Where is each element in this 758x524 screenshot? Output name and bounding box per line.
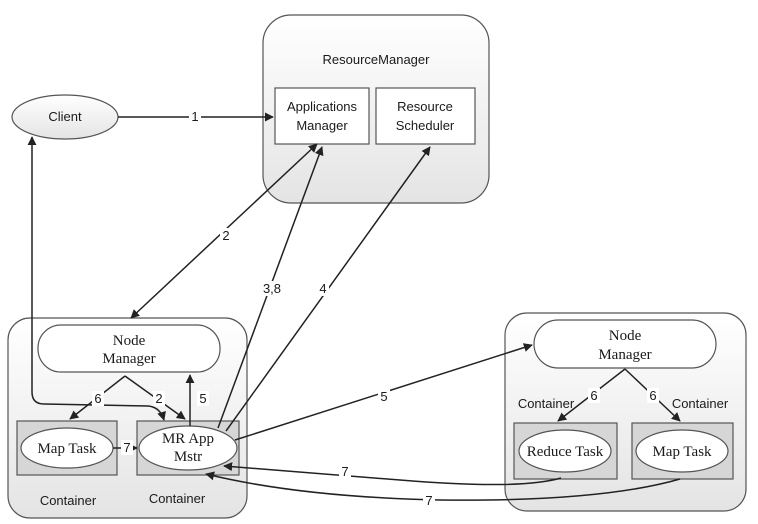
- map-task-right-node: [635, 429, 729, 473]
- map-task-right-label: Map Task: [652, 444, 712, 460]
- mr-app-master-node: [138, 425, 238, 471]
- label-7-left: 7: [123, 440, 130, 455]
- label-6-reduce: 6: [590, 388, 597, 403]
- label-5-up: 5: [199, 391, 206, 406]
- label-7-map: 7: [425, 493, 432, 508]
- resource-scheduler-box: [375, 87, 476, 145]
- applications-manager-box: [274, 87, 370, 145]
- left-node-manager-label-1: Node: [113, 333, 146, 349]
- container-label-map-left: Container: [40, 493, 97, 508]
- label-3-8: 3,8: [263, 281, 281, 296]
- container-label-reduce: Container: [518, 396, 575, 411]
- label-4: 4: [319, 281, 326, 296]
- right-node-manager: [533, 319, 717, 369]
- client-label: Client: [48, 109, 82, 124]
- label-6-map: 6: [649, 388, 656, 403]
- mr-app-master-label-2: Mstr: [174, 449, 202, 465]
- resource-manager-label: ResourceManager: [323, 52, 431, 67]
- mr-app-master-label-1: MR App: [162, 431, 214, 447]
- resource-scheduler-label-1: Resource: [397, 99, 453, 114]
- right-node-manager-label-2: Manager: [598, 347, 651, 363]
- reduce-task-label: Reduce Task: [527, 444, 604, 460]
- right-node-manager-label-1: Node: [609, 328, 642, 344]
- edge-client-mr: [27, 136, 166, 421]
- applications-manager-label-2: Manager: [296, 118, 348, 133]
- edge-labels: 1 2 3,8 4 5 6 2 5 7 6 6 7 7: [92, 109, 659, 508]
- label-5-right: 5: [380, 389, 387, 404]
- applications-manager-label-1: Applications: [287, 99, 358, 114]
- label-1: 1: [191, 109, 198, 124]
- label-7-reduce: 7: [341, 464, 348, 479]
- label-2-nm: 2: [155, 391, 162, 406]
- left-node-manager-label-2: Manager: [102, 351, 155, 367]
- edge-7-map: [205, 471, 681, 501]
- label-6-left: 6: [94, 391, 101, 406]
- reduce-task-node: [518, 429, 612, 473]
- resource-scheduler-label-2: Scheduler: [396, 118, 455, 133]
- container-label-map-right: Container: [672, 396, 729, 411]
- label-2-rm: 2: [222, 228, 229, 243]
- container-label-mr: Container: [149, 491, 206, 506]
- edge-7-reduce: [223, 462, 562, 486]
- map-task-left-label: Map Task: [37, 441, 97, 457]
